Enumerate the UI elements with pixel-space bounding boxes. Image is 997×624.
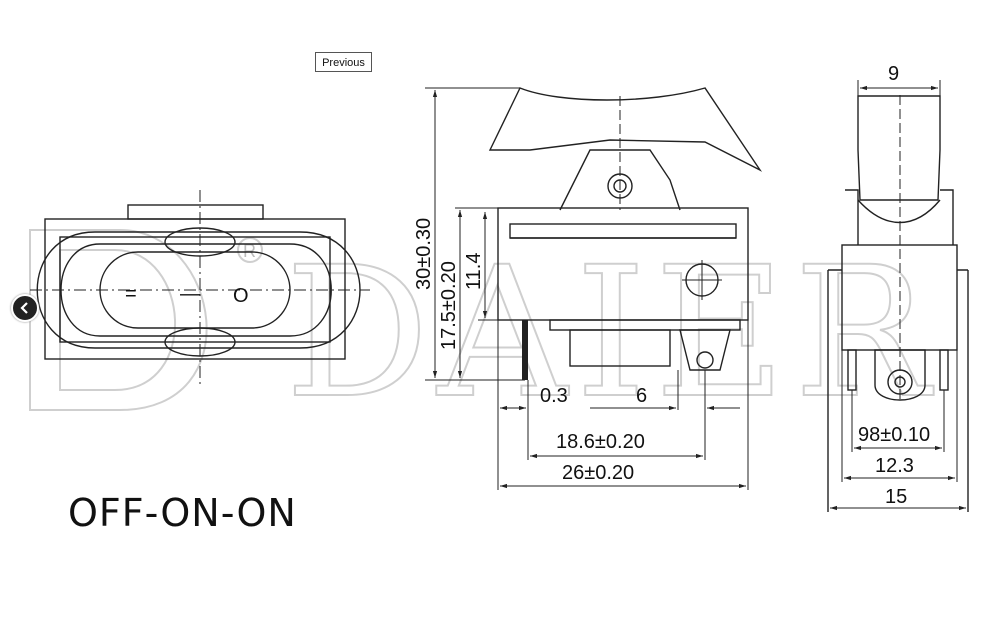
dim-height-body: 17.5±0.20 [438, 261, 460, 350]
switch-mode-caption: OFF-ON-ON [68, 491, 297, 535]
front-symbol-off: = [125, 283, 137, 305]
watermark: DAIER R [29, 228, 937, 439]
chevron-left-icon [20, 302, 28, 314]
dim-width-total: 26±0.20 [562, 462, 634, 484]
front-symbol-on1: — [180, 283, 200, 305]
dim-offset: 0.3 [540, 385, 568, 407]
nav-previous-arrow[interactable] [11, 294, 39, 322]
dim-body-width: 12.3 [875, 455, 914, 477]
dim-width-inner: 18.6±0.20 [556, 431, 645, 453]
dim-actuator-width: 9 [888, 63, 899, 85]
front-view: = — O [30, 190, 370, 385]
front-symbol-on2: O [233, 285, 249, 307]
end-view: 9 98±0.10 12.3 15 [827, 63, 969, 512]
previous-button[interactable]: Previous [315, 52, 372, 72]
dim-flange-width: 15 [885, 486, 907, 508]
dim-terminal-gap: 6 [636, 385, 647, 407]
watermark-brand: DAIER [285, 229, 937, 438]
dim-terminal-span: 98±0.10 [858, 424, 930, 446]
side-view: 30±0.30 17.5±0.20 11.4 0.3 6 18.6±0.20 2… [413, 87, 763, 490]
dim-height-upper: 11.4 [463, 253, 485, 290]
dim-height-total: 30±0.30 [413, 218, 435, 290]
watermark-registered-mark: R [243, 241, 256, 261]
